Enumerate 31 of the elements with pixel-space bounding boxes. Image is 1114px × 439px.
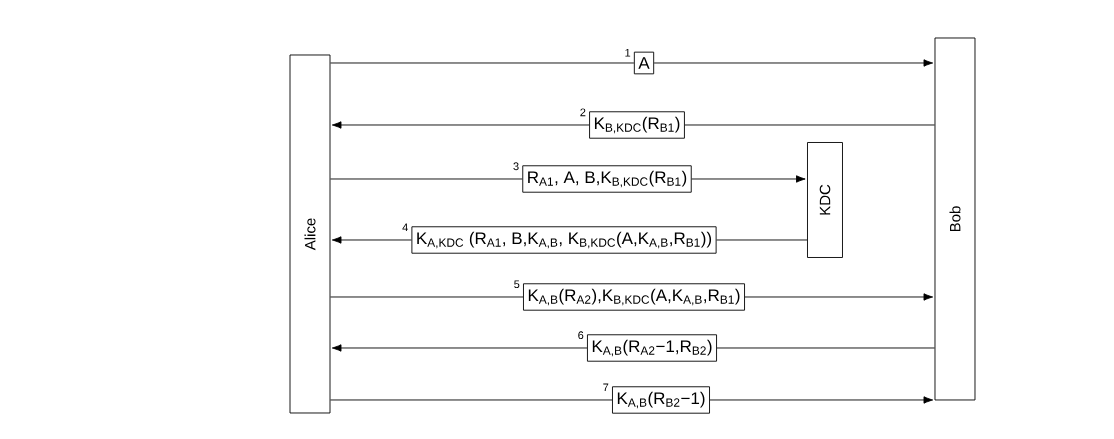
step-number: 2: [580, 108, 586, 117]
arrow: [691, 175, 806, 183]
arrow: [709, 396, 934, 404]
arrow: [744, 293, 934, 301]
arrow: [331, 344, 588, 352]
step-number: 1: [625, 48, 631, 57]
arrow: [653, 59, 934, 67]
step-number: 3: [513, 162, 519, 171]
message-box: K$_{A,B}$(R$_{B2}$−1): [612, 386, 710, 414]
message-box: A: [633, 51, 655, 75]
arrow: [331, 121, 590, 129]
step-number: 5: [514, 280, 520, 289]
participant-box: Alice: [289, 54, 331, 414]
participant-box: KDC: [807, 142, 843, 258]
connector-line: [330, 62, 635, 64]
connector-line: [716, 239, 808, 241]
connector-line: [716, 347, 935, 349]
message-box: K$_{A,KDC}$ (R$_{A1}$, B,K$_{A,B}$, K$_{B,KDC}$(A,K$_{A,B}$,R$_{B1}$)): [411, 226, 717, 254]
connector-line: [330, 178, 523, 180]
step-number: 4: [402, 223, 408, 232]
message-box: K$_{A,B}$(R$_{A2}$),K$_{B,KDC}$(A,K$_{A,B}$,R$_{B1}$): [523, 283, 745, 311]
message-box: K$_{B,KDC}$(R$_{B1}$): [589, 111, 685, 139]
participant-box: Bob: [934, 37, 976, 401]
message-box: R$_{A1}$, A, B,K$_{B,KDC}$(R$_{B1}$): [522, 165, 692, 193]
connector-line: [330, 399, 613, 401]
connector-line: [684, 124, 935, 126]
step-number: 7: [603, 383, 609, 392]
connector-line: [330, 296, 524, 298]
step-number: 6: [578, 331, 584, 340]
arrow: [331, 236, 412, 244]
message-box: K$_{A,B}$(R$_{A2}$−1,R$_{B2}$): [587, 334, 717, 362]
